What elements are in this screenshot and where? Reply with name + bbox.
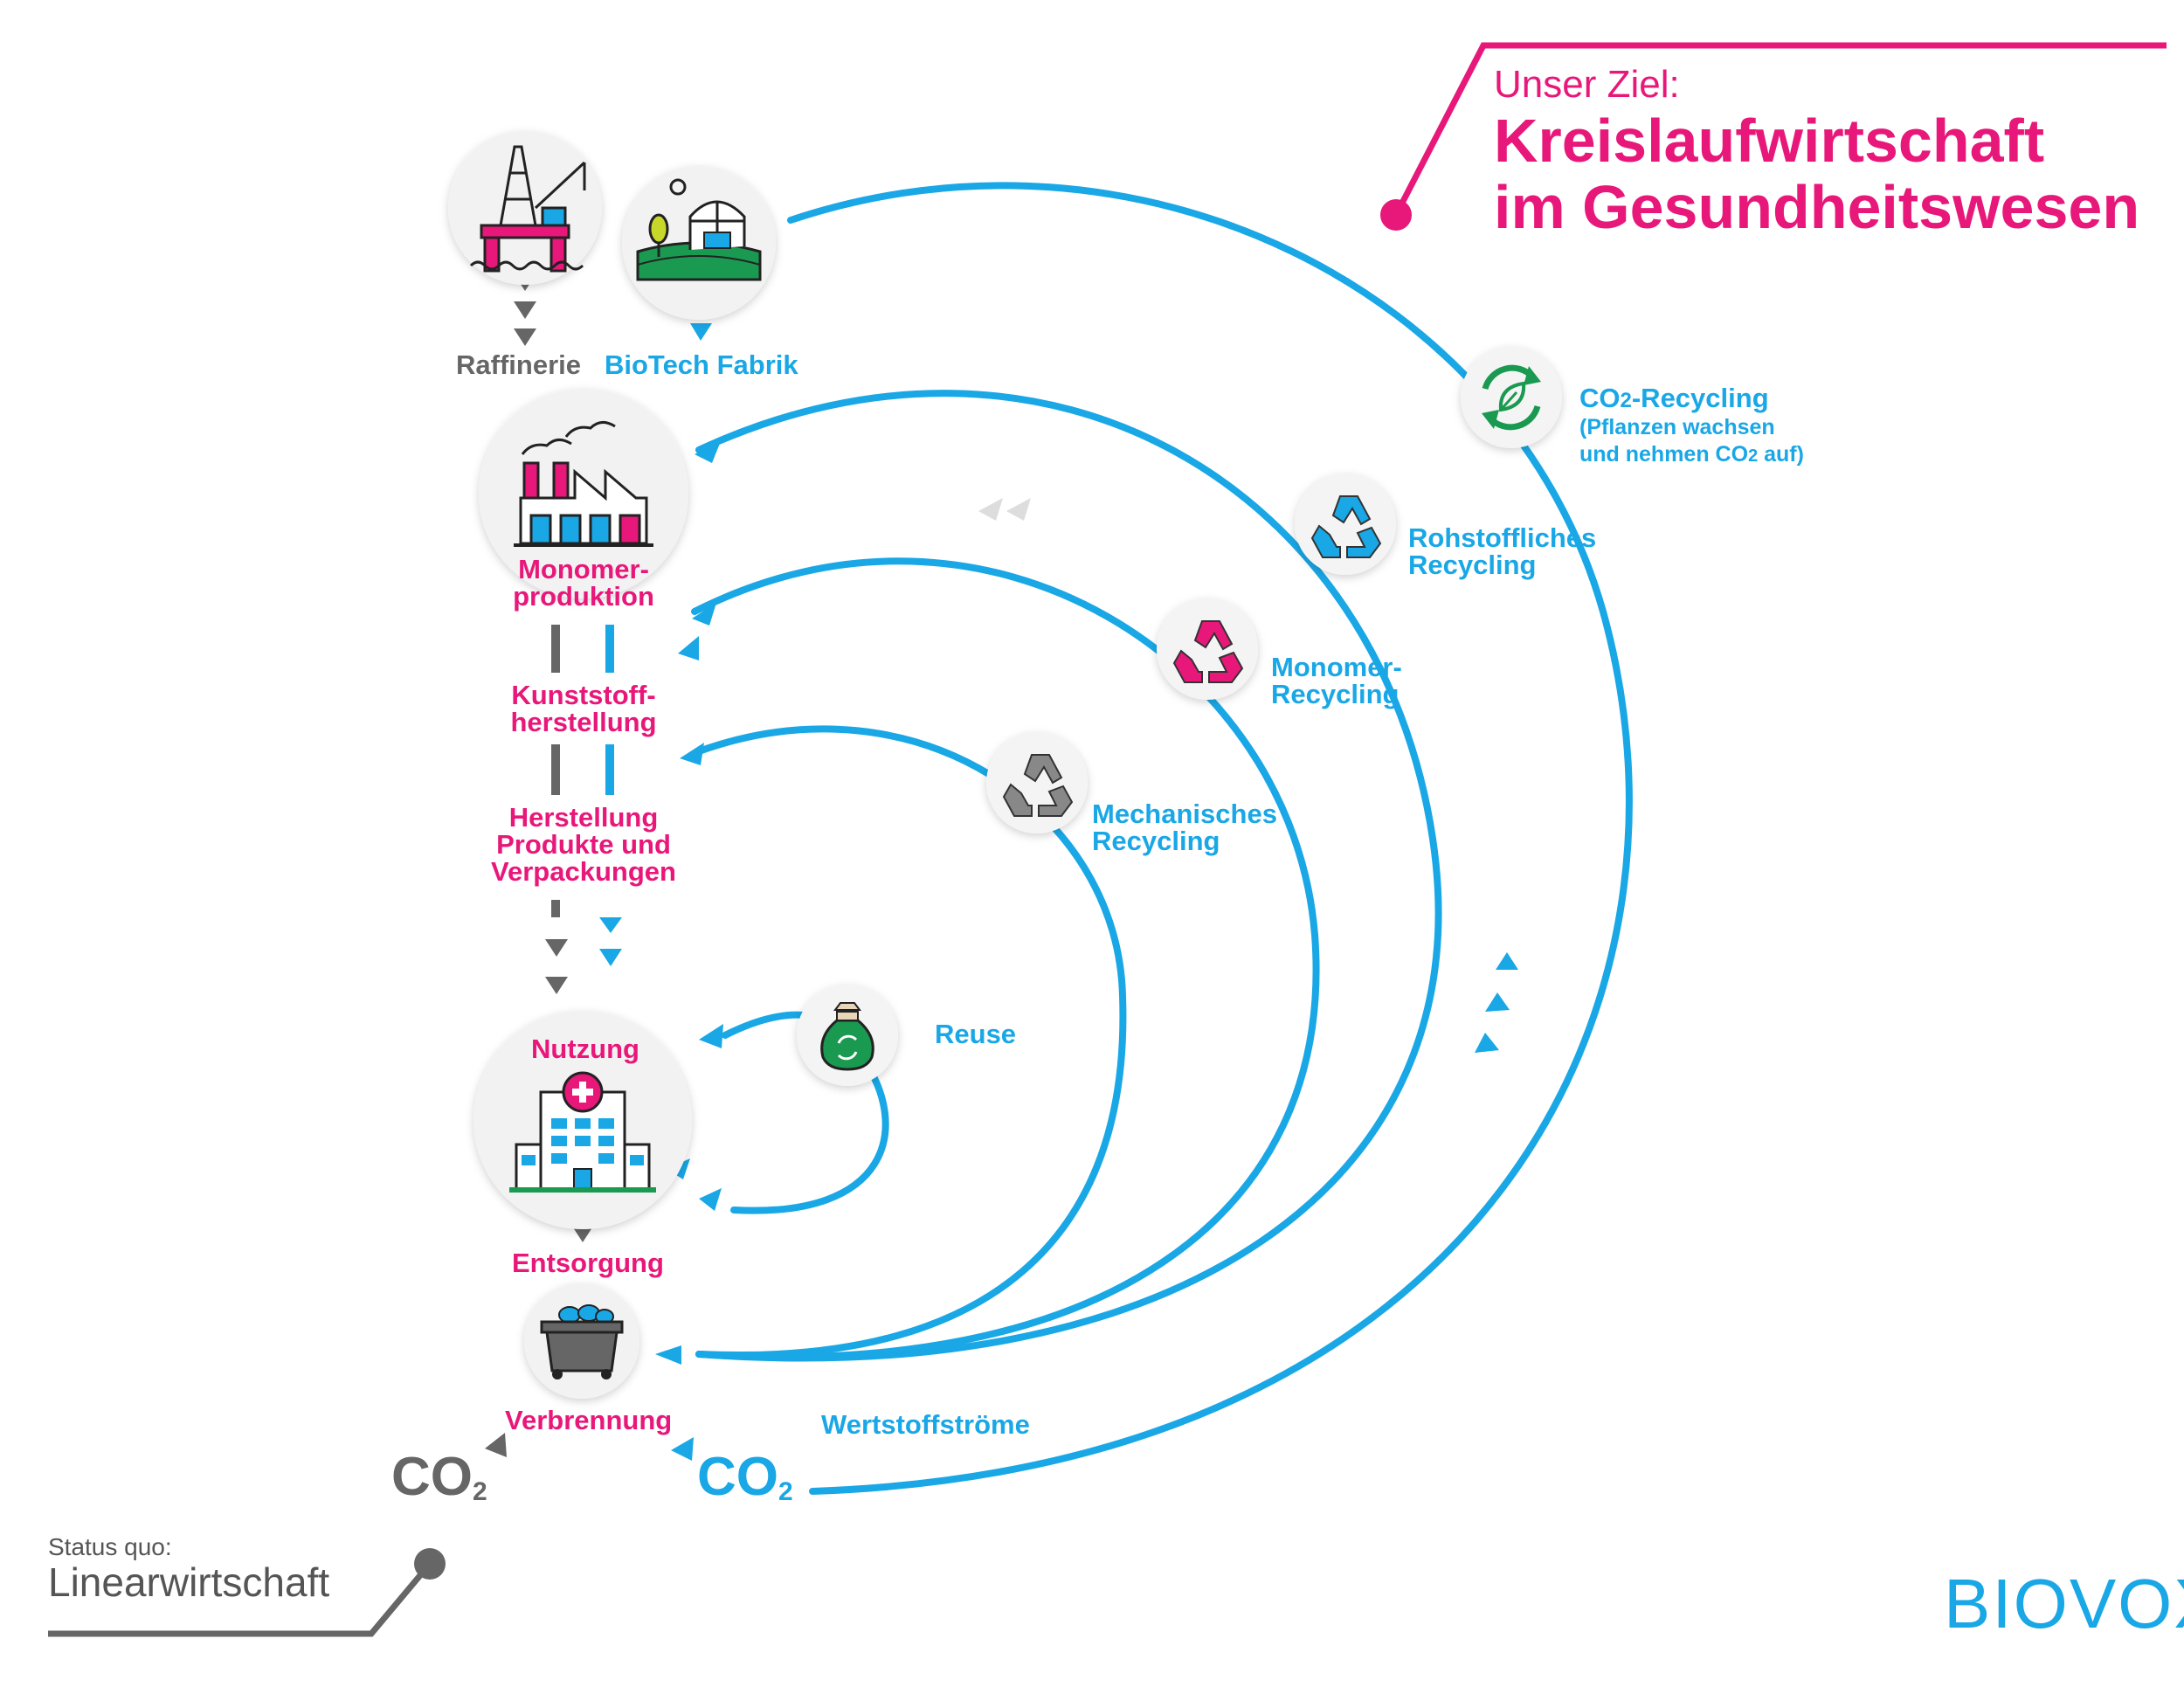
co2-recycling-note-line2: und nehmen CO2 auf) bbox=[1579, 444, 1804, 466]
mechanical-recycling-label: Mechanisches Recycling bbox=[1092, 800, 1277, 854]
monomer-production-line1: Monomer- bbox=[518, 554, 649, 584]
biotech-label: BioTech Fabrik bbox=[605, 349, 798, 380]
status-connector bbox=[48, 1548, 446, 1637]
goal-heading: Unser Ziel: bbox=[1494, 63, 1680, 106]
plastics-production-line1: Kunststoff- bbox=[511, 680, 656, 710]
entsorgung-label: Entsorgung bbox=[512, 1248, 664, 1278]
co2-recycling-title: CO2-Recycling bbox=[1579, 384, 1804, 411]
co2-emission-grey: CO2 bbox=[391, 1446, 487, 1508]
status-quo-title: Linearwirtschaft bbox=[48, 1559, 330, 1605]
brand-logo: BIOVOX bbox=[1944, 1565, 2184, 1642]
goal-connector bbox=[1380, 42, 2167, 231]
mechanical-recycling-line2: Recycling bbox=[1092, 826, 1220, 856]
goal-title-line1: Kreislaufwirtschaft bbox=[1494, 107, 2045, 175]
co2-note-prefix: und nehmen CO bbox=[1579, 442, 1749, 467]
money-bag-icon bbox=[820, 1002, 874, 1071]
product-manufacturing-line3: Verpackungen bbox=[491, 856, 676, 887]
raffinerie-label: Raffinerie bbox=[456, 349, 581, 380]
product-manufacturing-line1: Herstellung bbox=[508, 802, 659, 833]
recycle-blue-icon bbox=[1310, 495, 1382, 558]
co2-emission-blue: CO2 bbox=[697, 1446, 793, 1508]
co2-recycling-arc bbox=[787, 182, 1633, 1495]
recycle-grey-icon bbox=[1002, 754, 1074, 817]
monomer-recycling-arc bbox=[691, 557, 1320, 1361]
feedstock-recycling-line1: Rohstoffliches bbox=[1408, 522, 1597, 553]
co2-blue-main: CO bbox=[697, 1447, 778, 1507]
faded-arrowheads bbox=[978, 498, 1031, 521]
biotech-farm-icon bbox=[636, 178, 762, 281]
reuse-label: Reuse bbox=[935, 1019, 1017, 1049]
raffinerie-circle bbox=[448, 131, 602, 285]
monomer-recycling-circle bbox=[1157, 598, 1258, 700]
recycle-pink-icon bbox=[1172, 620, 1244, 683]
oil-rig-icon bbox=[469, 145, 586, 273]
feedstock-recycling-label: Rohstoffliches Recycling bbox=[1408, 524, 1596, 578]
co2-grey-sub: 2 bbox=[473, 1477, 487, 1506]
monomer-recycling-label: Monomer- Recycling bbox=[1271, 653, 1402, 708]
monomer-recycling-line1: Monomer- bbox=[1271, 652, 1402, 682]
monomer-recycling-line2: Recycling bbox=[1271, 679, 1400, 709]
factory-icon bbox=[514, 421, 653, 547]
co2-note-sub: 2 bbox=[1748, 446, 1759, 466]
monomer-production-line2: produktion bbox=[513, 581, 654, 612]
feedstock-recycling-line2: Recycling bbox=[1408, 550, 1537, 580]
material-flows-label: Wertstoffströme bbox=[821, 1409, 1030, 1440]
plastics-production-line2: herstellung bbox=[510, 707, 657, 737]
co2-recycling-label: CO2-Recycling (Pflanzen wachsen und nehm… bbox=[1579, 384, 1804, 466]
co2-recycling-title-prefix: CO bbox=[1579, 383, 1621, 413]
goal-title-line2: im Gesundheitswesen bbox=[1494, 172, 2140, 241]
co2-recycling-note-line1: (Pflanzen wachsen bbox=[1579, 415, 1775, 439]
rohstoff-recycling-arc bbox=[695, 390, 1442, 1362]
co2-recycling-title-suffix: -Recycling bbox=[1631, 383, 1769, 413]
mechanical-recycling-arc bbox=[695, 725, 1127, 1359]
plastics-production-label: Kunststoff- herstellung bbox=[496, 681, 671, 736]
trash-bin-icon bbox=[540, 1304, 624, 1379]
status-quo-heading: Status quo: bbox=[48, 1533, 172, 1560]
co2-recycling-title-sub: 2 bbox=[1620, 389, 1632, 412]
monomer-production-label: Monomer- produktion bbox=[496, 556, 671, 610]
co2-grey-main: CO bbox=[391, 1447, 473, 1507]
co2-note-suffix: auf) bbox=[1758, 442, 1804, 467]
verbrennung-label: Verbrennung bbox=[505, 1405, 673, 1435]
rohstoff-recycling-circle bbox=[1295, 474, 1396, 575]
blue-arrowheads bbox=[599, 295, 1518, 1461]
nutzung-label: Nutzung bbox=[531, 1034, 639, 1064]
product-manufacturing-line2: Produkte und bbox=[496, 829, 671, 860]
hospital-icon bbox=[509, 1071, 656, 1193]
goal-title: Kreislaufwirtschaft im Gesundheitswesen bbox=[1494, 107, 2140, 241]
mechanical-recycling-line1: Mechanisches bbox=[1092, 799, 1277, 829]
co2-blue-sub: 2 bbox=[778, 1477, 793, 1506]
mechanical-recycling-circle bbox=[986, 732, 1088, 833]
product-manufacturing-label: Herstellung Produkte und Verpackungen bbox=[479, 804, 688, 885]
co2-recycle-leaf-icon bbox=[1482, 364, 1541, 431]
